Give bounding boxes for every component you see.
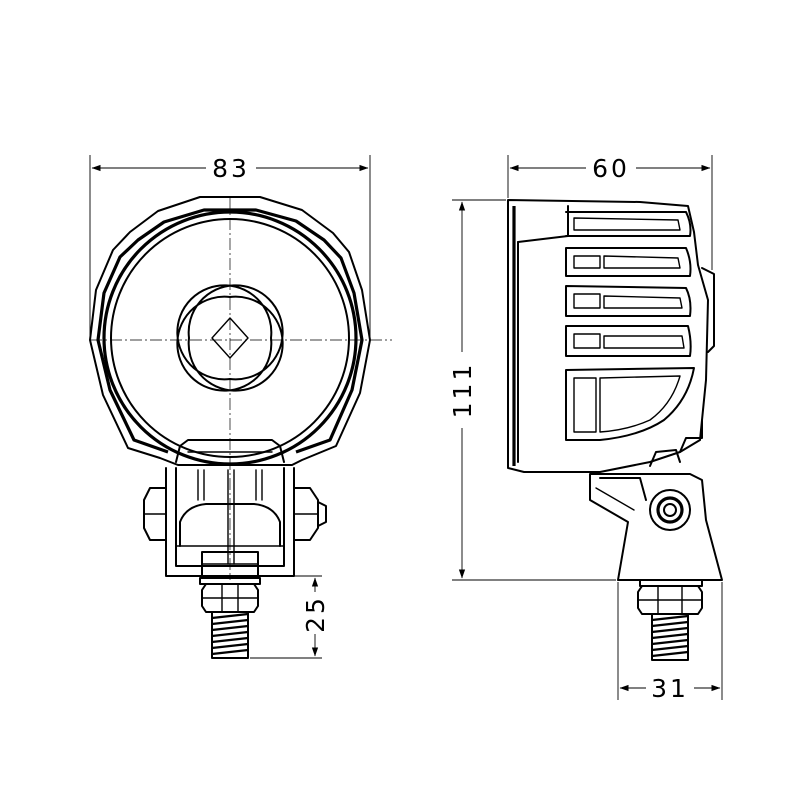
front-mounting-nut — [199, 577, 261, 613]
side-rear-knob — [701, 267, 715, 353]
dimension-25: 25 — [250, 575, 330, 659]
dimension-31: 31 — [617, 582, 723, 703]
cooling-fins — [565, 211, 695, 441]
dimension-83-label: 83 — [212, 154, 250, 183]
front-side-bolt-right — [293, 487, 327, 541]
side-view: 60 111 31 — [446, 150, 723, 703]
dimension-31-label: 31 — [651, 674, 689, 703]
dimension-83: 83 — [89, 150, 371, 340]
front-housing-outer — [89, 196, 371, 466]
dimension-111-label: 111 — [448, 362, 477, 419]
dimension-60: 60 — [507, 150, 713, 270]
dimension-111: 111 — [446, 199, 616, 581]
side-bottom-tab — [679, 419, 703, 453]
side-mounting-nut — [637, 579, 703, 615]
dimension-60-label: 60 — [592, 154, 630, 183]
dimension-25-label: 25 — [301, 595, 330, 633]
side-top-step — [517, 205, 569, 243]
front-threaded-stud — [211, 611, 249, 659]
side-threaded-stud — [651, 613, 689, 661]
front-side-bolt-left — [143, 487, 167, 541]
side-bracket — [589, 449, 723, 581]
front-view: 83 25 — [89, 150, 392, 659]
